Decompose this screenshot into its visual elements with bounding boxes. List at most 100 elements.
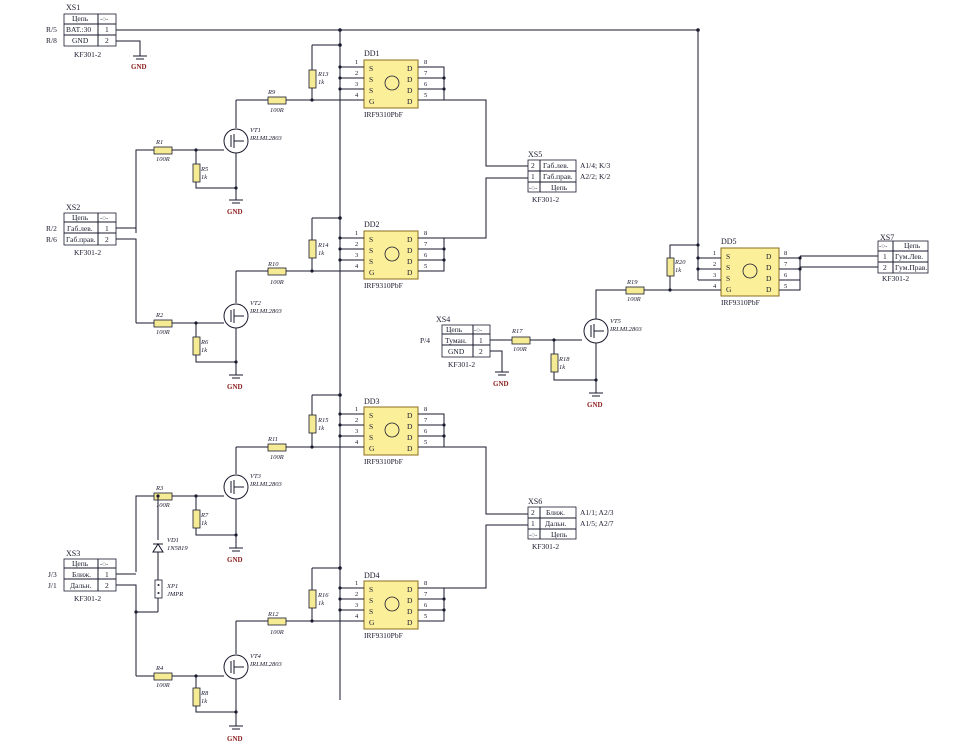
- dd5-body: [720, 247, 780, 297]
- r11-value: 100R: [270, 454, 284, 461]
- r19-value: 100R: [627, 296, 641, 303]
- r19-ref: R19: [626, 279, 638, 286]
- dd2-d3: D: [407, 257, 413, 266]
- dd3-p8: 8: [424, 406, 427, 413]
- xs5-model: KF301-2: [532, 195, 559, 204]
- dd2-part: IRF9310PbF: [364, 281, 403, 290]
- xs1-pin-marker: -○-: [100, 16, 108, 23]
- r12-ref: R12: [267, 611, 279, 618]
- channel-3: DD3 S S S G D D D D 1 2 3 4 8 7 6 5 IRF9…: [135, 397, 528, 612]
- dd3-d3: D: [407, 433, 413, 442]
- dd1-p8: 8: [424, 59, 427, 66]
- dd1-p6: 6: [424, 81, 428, 88]
- dd1-p5: 5: [424, 92, 427, 99]
- dd2-s2: S: [369, 246, 373, 255]
- xs4-ref: XS4: [436, 315, 450, 324]
- dd5-p8: 8: [784, 250, 787, 257]
- xs7-model: KF301-2: [882, 274, 909, 283]
- xp1-part: JMPR: [167, 591, 183, 598]
- dd2-ref: DD2: [364, 220, 380, 229]
- dd1-g: G: [369, 97, 375, 106]
- connector-xs6: XS6 2 Ближ. 1 Дальн. -○- Цепь A1/1; A2/3…: [527, 497, 614, 551]
- r13-ref: R13: [317, 71, 329, 78]
- dd5-d4: D: [766, 285, 772, 294]
- xs5-row1-pin: 2: [531, 161, 535, 170]
- r12-value: 100R: [270, 629, 284, 636]
- xs2-pin-marker: -○-: [100, 215, 108, 222]
- dd4-d2: D: [407, 596, 413, 605]
- dd2-p3: 3: [355, 252, 358, 259]
- dd4-g: G: [369, 618, 375, 627]
- vt1-part: IRLML2803: [249, 135, 283, 142]
- r1-value: 100R: [156, 156, 170, 163]
- dd5-p7: 7: [784, 261, 788, 268]
- r15-value: 1k: [318, 425, 324, 432]
- dd1-p7: 7: [424, 70, 428, 77]
- xs5-row1-name: Габ.лев.: [543, 161, 569, 170]
- r2-value: 100R: [156, 329, 170, 336]
- xs1-model: KF301-2: [74, 50, 101, 59]
- gnd-label-vt3: GND: [227, 556, 243, 564]
- r18-ref: R18: [558, 356, 570, 363]
- gnd-label-vt5: GND: [587, 401, 603, 409]
- fog-channel-input: XS4 Цепь -○- Туман. 1 GND 2 P/4 KF301-2 …: [420, 279, 670, 409]
- dd5-s3: S: [726, 274, 730, 283]
- vt4-ref: VT4: [250, 653, 262, 660]
- dd3-p7: 7: [424, 417, 428, 424]
- xs4-row1-name: Туман.: [445, 336, 467, 345]
- dd3-part: IRF9310PbF: [364, 457, 403, 466]
- dd1-p3: 3: [355, 81, 358, 88]
- dd1-s1: S: [369, 64, 373, 73]
- dd2-d1: D: [407, 235, 413, 244]
- dd2-p6: 6: [424, 252, 428, 259]
- dd3-p1: 1: [355, 406, 358, 413]
- dd3-p4: 4: [355, 439, 359, 446]
- xs3-row1-pin: 1: [105, 570, 109, 579]
- vt3-ref: VT3: [250, 473, 262, 480]
- connector-xs1: XS1 Цепь -○- BAT.:30 1 GND 2 R/5 R/8 KF3…: [46, 3, 147, 71]
- dd5-d1: D: [766, 252, 772, 261]
- xs4-row2-name: GND: [448, 347, 465, 356]
- gnd-label-vt2: GND: [227, 383, 243, 391]
- dd1-p4: 4: [355, 92, 359, 99]
- xs3-row2-pin: 2: [105, 581, 109, 590]
- dd2-d2: D: [407, 246, 413, 255]
- xs4-net1: P/4: [420, 336, 430, 345]
- dd5-d3: D: [766, 274, 772, 283]
- dd4-d1: D: [407, 585, 413, 594]
- r14-ref: R14: [317, 242, 329, 249]
- dd1-part: IRF9310PbF: [364, 110, 403, 119]
- xs3-pin-marker: -○-: [100, 561, 108, 568]
- vt3-part: IRLML2803: [249, 481, 283, 488]
- r7-ref: R7: [200, 512, 209, 519]
- xs7-header: Цепь: [904, 241, 921, 250]
- dd3-ref: DD3: [364, 397, 380, 406]
- xs4-row1-pin: 1: [479, 336, 483, 345]
- channel-1: DD1 S S S G D D D D 1 2 3 4 8 7 6 5 IRF9…: [135, 49, 528, 233]
- xs5-row2-pin: 1: [531, 172, 535, 181]
- dd5-s2: S: [726, 263, 730, 272]
- dd2-s1: S: [369, 235, 373, 244]
- xs1-header: Цепь: [72, 14, 89, 23]
- xs4-model: KF301-2: [448, 360, 475, 369]
- dd5-g: G: [726, 285, 732, 294]
- dd1-s3: S: [369, 86, 373, 95]
- dd5-p3: 3: [713, 272, 716, 279]
- dd4-p7: 7: [424, 591, 428, 598]
- xs2-header: Цепь: [72, 213, 89, 222]
- xs1-row2-name: GND: [72, 36, 89, 45]
- dd3-body: [363, 406, 419, 456]
- xs7-ref: XS7: [880, 233, 894, 242]
- xs2-row2-name: Габ.прав.: [66, 235, 96, 244]
- dd3-p6: 6: [424, 428, 428, 435]
- r10-ref: R10: [267, 261, 279, 268]
- xs7-row1-name: Гум.Лев.: [895, 252, 923, 261]
- xs3-model: KF301-2: [74, 594, 101, 603]
- xs4-row2-pin: 2: [479, 347, 483, 356]
- dd3-d1: D: [407, 411, 413, 420]
- dd4-p6: 6: [424, 602, 428, 609]
- r3-ref: R3: [155, 485, 164, 492]
- xs6-pin-marker: -○-: [529, 532, 537, 539]
- dd5-p6: 6: [784, 272, 788, 279]
